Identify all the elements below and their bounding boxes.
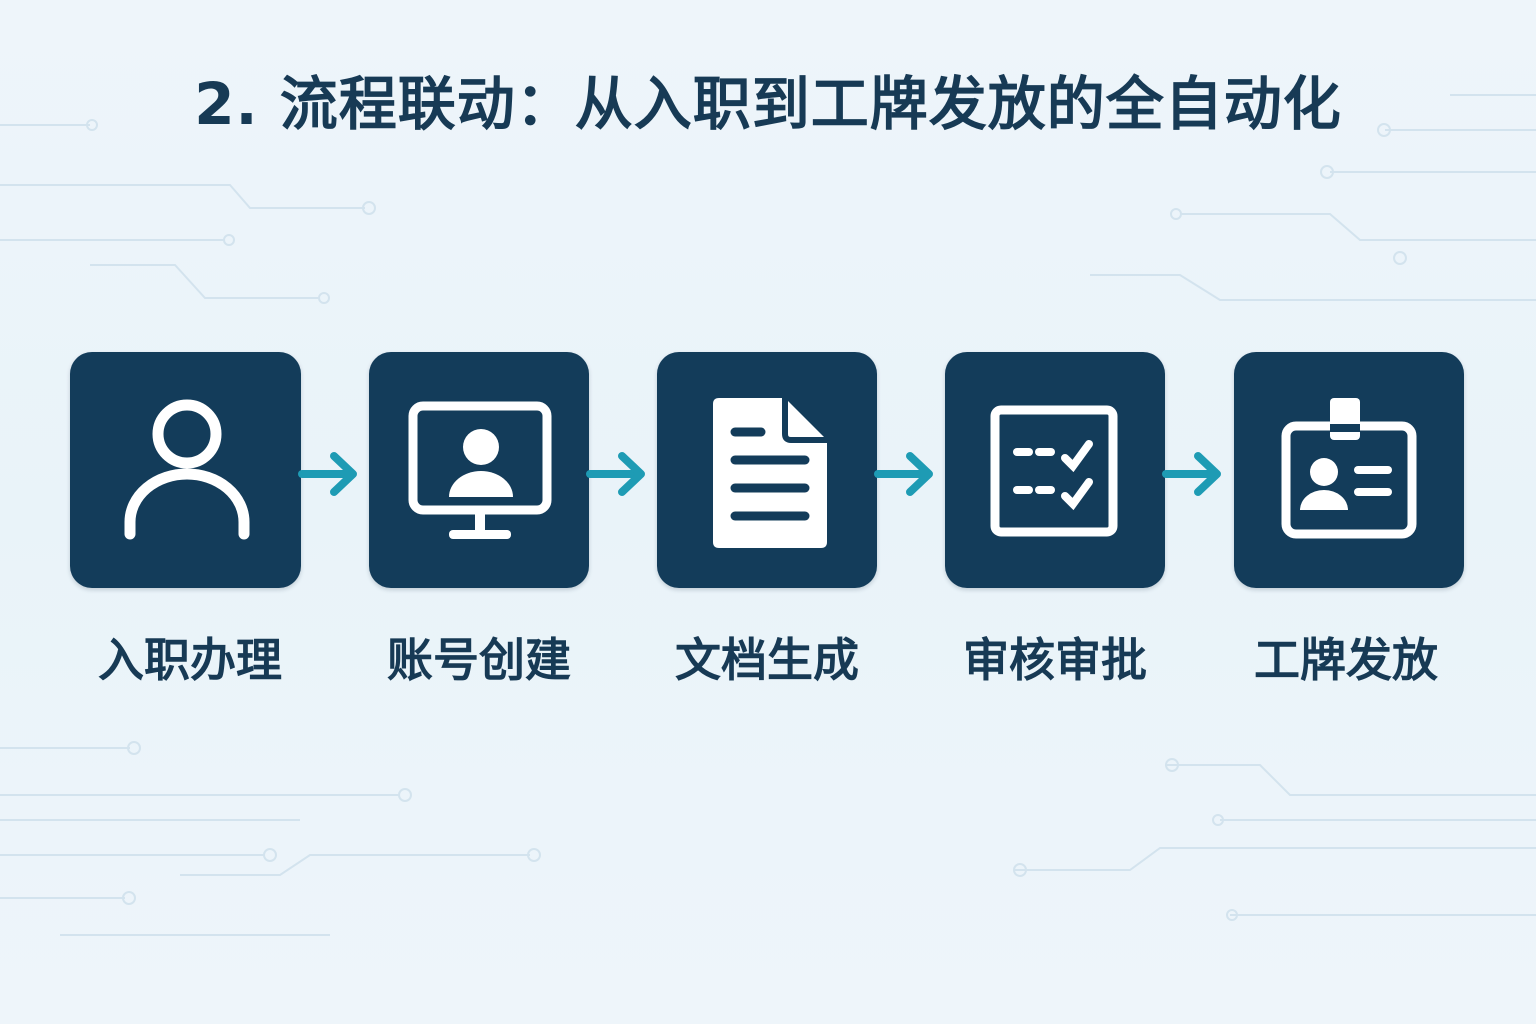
step-label-badge: 工牌发放	[1254, 633, 1438, 687]
step-badge-tile	[1234, 352, 1464, 588]
step-label-account: 账号创建	[387, 633, 571, 687]
person-icon	[124, 399, 250, 540]
step-label-document: 文档生成	[675, 633, 859, 687]
id-badge-icon	[1281, 398, 1417, 539]
arrow-right-icon	[874, 452, 933, 496]
step-document-tile	[657, 352, 877, 588]
monitor-user-icon	[408, 401, 552, 539]
page-title: 2. 流程联动：从入职到工牌发放的全自动化	[194, 70, 1342, 138]
document-icon	[713, 398, 827, 548]
step-approval-tile	[945, 352, 1165, 588]
checklist-icon	[990, 405, 1118, 537]
step-label-approval: 审核审批	[963, 633, 1147, 687]
step-onboarding-tile	[70, 352, 301, 588]
step-account-tile	[369, 352, 589, 588]
arrow-right-icon	[1162, 452, 1221, 496]
step-label-onboarding: 入职办理	[98, 633, 282, 687]
arrow-right-icon	[586, 452, 645, 496]
arrow-right-icon	[298, 452, 357, 496]
